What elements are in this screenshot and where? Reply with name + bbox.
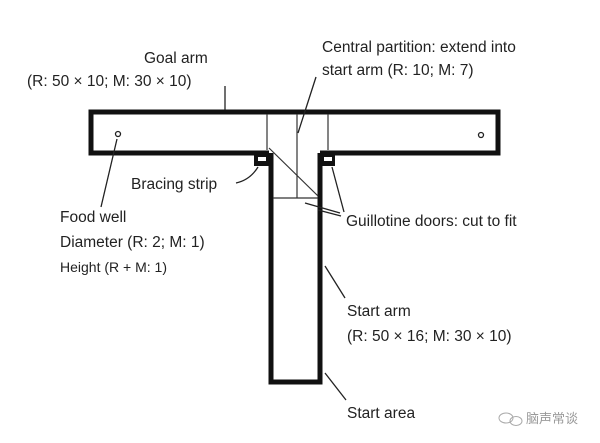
central-partition <box>266 114 329 199</box>
start-arm-label: Start arm <box>347 303 411 320</box>
food-well-left <box>114 130 122 138</box>
central-partition-dims: start arm (R: 10; M: 7) <box>322 62 474 79</box>
start-area-label: Start area <box>347 405 415 422</box>
goal-arm-dims: (R: 50 × 10; M: 30 × 10) <box>27 73 192 90</box>
start-arm-dims: (R: 50 × 16; M: 30 × 10) <box>347 328 512 345</box>
bracing-strips <box>254 153 335 166</box>
guillotine-doors-label: Guillotine doors: cut to fit <box>346 213 517 230</box>
leader-lines <box>100 76 347 401</box>
bracing-strip-label: Bracing strip <box>131 176 217 193</box>
goal-arm-walls <box>88 109 501 385</box>
food-well-diameter: Diameter (R: 2; M: 1) <box>60 234 205 251</box>
watermark-text: 脑声常谈 <box>526 412 578 427</box>
food-well-height: Height (R + M: 1) <box>60 259 167 275</box>
central-partition-label: Central partition: extend into <box>322 39 516 56</box>
food-well-label: Food well <box>60 209 126 226</box>
watermark-logo-icon <box>498 412 523 426</box>
food-well-right <box>477 131 485 139</box>
goal-arm-label: Goal arm <box>144 50 208 67</box>
